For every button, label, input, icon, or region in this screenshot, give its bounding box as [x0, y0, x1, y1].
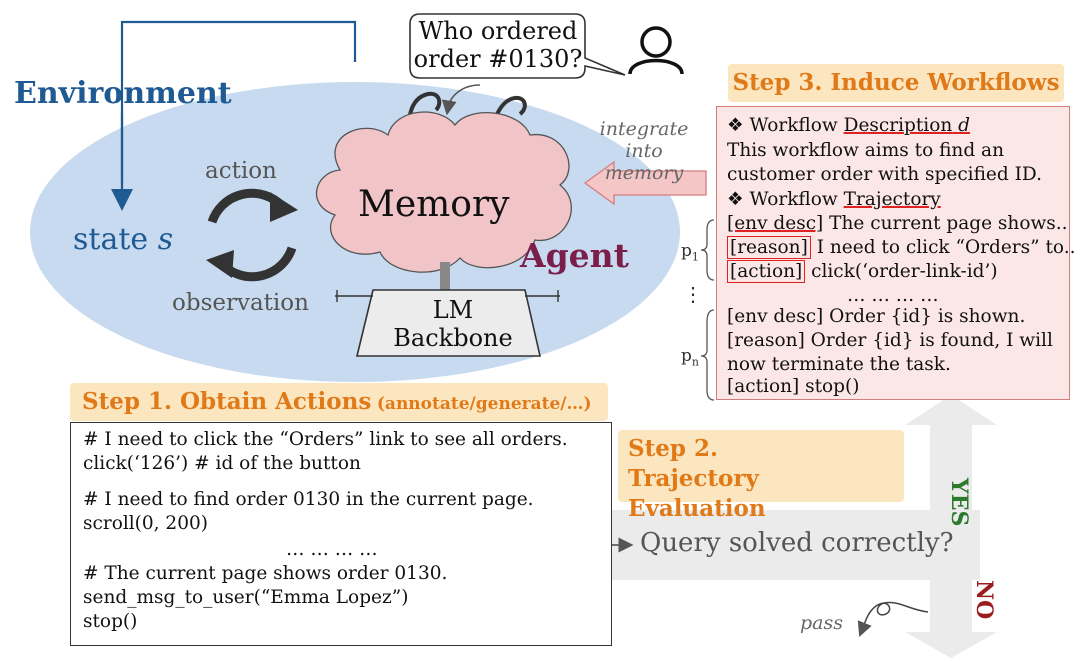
- traj-line-5: [reason] Order {id} is found, I will: [727, 330, 1053, 351]
- observation-label: observation: [172, 290, 309, 316]
- p1-sub: 1: [691, 250, 699, 264]
- traj-line-7: [action] stop(): [727, 376, 860, 397]
- environment-loop-line: [120, 20, 357, 183]
- wf-description-var: d: [958, 115, 971, 136]
- p1-label: p1: [681, 241, 699, 263]
- speech-text: Who ordered order #0130?: [410, 17, 586, 73]
- step1-title-main: Step 1. Obtain Actions: [82, 388, 372, 415]
- memory-cloud: [315, 111, 572, 273]
- code-line-4: scroll(0, 200): [83, 513, 208, 534]
- step2-title: Step 2. Trajectory Evaluation: [618, 430, 904, 522]
- yes-label: YES: [946, 478, 972, 527]
- step3-title: Step 3. Induce Workflows: [728, 64, 1064, 102]
- environment-title: Environment: [14, 76, 232, 111]
- no-arrowhead: [905, 632, 997, 658]
- pass-label: pass: [800, 612, 843, 634]
- traj-line-env-desc: [env desc] The current page shows..: [727, 213, 1068, 234]
- decision-shaft: [930, 425, 972, 635]
- pn-brace: [700, 309, 715, 401]
- speech-line2: order #0130?: [413, 45, 583, 73]
- wf-trajectory-prefix: ❖ Workflow: [727, 189, 844, 210]
- integrate-arrow: [583, 160, 707, 206]
- lm-line1: LM: [432, 296, 474, 324]
- agent-label: Agent: [520, 236, 629, 275]
- env-desc-tag: [env desc]: [727, 213, 824, 234]
- step1-title: Step 1. Obtain Actions (annotate/generat…: [70, 383, 608, 421]
- code-line-6: # The current page shows order 0130.: [83, 563, 448, 584]
- traj-line-action: [action] click(‘order-link-id’): [727, 260, 998, 283]
- p1-brace: [700, 219, 715, 281]
- lm-line2: Backbone: [393, 324, 513, 352]
- traj-ellipsis: … … … …: [847, 285, 939, 306]
- integrate-line1: integrate into: [599, 118, 689, 162]
- integrate-label: integrate into memory: [580, 118, 708, 184]
- code-line-1: # I need to click the “Orders” link to s…: [83, 429, 568, 450]
- user-icon: [628, 26, 684, 75]
- code-line-8: stop(): [83, 611, 138, 632]
- p1-letter: p: [681, 241, 692, 261]
- wf-trajectory-word: Trajectory: [843, 189, 941, 210]
- wf-trajectory-heading: ❖ Workflow Trajectory: [727, 189, 941, 210]
- yes-arrowhead: [905, 395, 997, 425]
- wf-desc-line1: This workflow aims to find an: [727, 140, 1005, 161]
- query-pointer: [441, 84, 481, 116]
- state-variable: s: [157, 222, 174, 257]
- pn-sub: n: [691, 355, 699, 369]
- pn-letter: p: [681, 346, 692, 366]
- traj-line-6: now terminate the task.: [727, 354, 951, 375]
- step1-title-sub: (annotate/generate/…): [376, 394, 592, 414]
- code-line-2: click(‘126’) # id of the button: [83, 453, 361, 474]
- code-line-3: # I need to find order 0130 in the curre…: [83, 489, 534, 510]
- state-word: state: [73, 222, 149, 257]
- refresh-arrowhead-bottom: [206, 250, 234, 278]
- action-label: action: [205, 158, 277, 184]
- action-code-box: # I need to click the “Orders” link to s…: [70, 422, 612, 646]
- traj-line-4: [env desc] Order {id} is shown.: [727, 306, 1026, 327]
- wf-description-word-text: Description: [843, 115, 953, 136]
- step2-line2: Trajectory Evaluation: [628, 465, 766, 522]
- speech-bubble: [409, 13, 626, 79]
- query-text: Query solved correctly?: [640, 528, 954, 558]
- traj-line-reason: [reason] I need to click “Orders” to..: [727, 236, 1076, 259]
- memory-stem: [440, 262, 450, 292]
- lm-backbone-shape: [355, 289, 542, 357]
- reason-text: I need to click “Orders” to..: [810, 237, 1076, 258]
- action-tag: [action]: [727, 260, 806, 283]
- memory-label: Memory: [358, 184, 510, 225]
- reason-tag: [reason]: [727, 236, 811, 259]
- speech-line1: Who ordered: [418, 17, 578, 45]
- step2-line1: Step 2.: [628, 435, 718, 462]
- pass-arrow: [857, 601, 929, 637]
- wf-desc-line2: customer order with specified ID.: [727, 164, 1042, 185]
- code-ellipsis: … … … …: [286, 539, 378, 560]
- evaluation-band: [600, 510, 980, 580]
- action-text: click(‘order-link-id’): [805, 261, 998, 282]
- vdots: ⋮: [683, 282, 703, 306]
- pn-label: pn: [681, 346, 699, 368]
- wf-description-prefix: ❖ Workflow: [727, 115, 844, 136]
- code-line-7: send_msg_to_user(“Emma Lopez”): [83, 587, 409, 608]
- state-label: state s: [73, 222, 173, 257]
- no-label: NO: [971, 580, 997, 620]
- workflow-panel: ❖ Workflow Description d This workflow a…: [716, 106, 1075, 400]
- lm-backbone-label: LM Backbone: [370, 296, 536, 352]
- wf-description-heading: ❖ Workflow Description d: [727, 115, 970, 136]
- refresh-arrowhead-top: [270, 192, 298, 222]
- wf-description-word: Description d: [844, 115, 970, 136]
- integrate-line2: memory: [604, 162, 684, 184]
- env-desc-text: The current page shows..: [823, 213, 1068, 234]
